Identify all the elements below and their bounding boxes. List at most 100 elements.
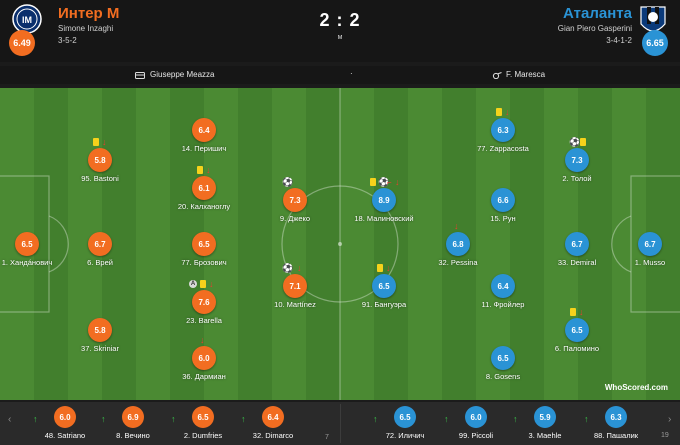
sub-off-arrow-icon: ↓ [395,177,400,187]
player-name: 9. Джеко [279,214,311,223]
player-home-bastoni[interactable]: ↓ 5.8 95. Bastoni [55,138,145,184]
player-name: 1. Хандáнович [1,258,53,267]
away-team-name[interactable]: Аталанта [563,5,632,22]
bench-player-away[interactable]: ↑ 6.0 99. Piccoli [436,406,516,440]
player-away-demiral[interactable]: 6.7 33. Demiral [532,232,622,267]
bench-more-away: 19 [661,432,669,439]
player-name: 15. Рун [490,214,516,223]
bench-scroll-left-icon[interactable]: ‹ [8,414,12,425]
yellow-card-icon [377,264,383,272]
player-name: 6. Врей [87,258,113,267]
player-rating: 7.3 [565,148,589,172]
yellow-card-icon [200,280,206,288]
player-home-perisic[interactable]: 6.4 14. Перишич [159,118,249,153]
player-away-de-roon[interactable]: 6.6 15. Рун [458,188,548,223]
player-rating: 5.9 [534,406,556,428]
player-name: 77. Zappacosta [477,144,529,153]
substitutes-bar: ‹ 7 ↑ 6.0 48. Satriano ↑ 6.9 8. Вечино ↑… [0,402,680,445]
bench-player-home[interactable]: ↑ 6.0 48. Satriano [25,406,105,440]
player-home-calhanoglu[interactable]: ↓ 6.1 20. Калханоглу [159,166,249,212]
player-name: 77. Брозович [181,258,227,267]
player-away-gk[interactable]: 6.7 1. Musso [605,232,680,267]
player-rating: 6.3 [491,118,515,142]
player-name: 32. Pessina [438,258,478,267]
sub-on-arrow-icon: ↑ [513,414,518,424]
player-home-darmian[interactable]: ↓ 6.0 36. Дармиан [159,336,249,382]
sub-off-arrow-icon: ↓ [386,263,391,273]
sub-off-arrow-icon: ↓ [579,307,584,317]
atalanta-crest-icon[interactable] [638,4,668,38]
bench-player-home[interactable]: ↑ 6.5 2. Dumfries [163,406,243,440]
player-rating: 6.8 [446,232,470,256]
player-home-barella[interactable]: A↓ 7.6 23. Barella [159,280,249,326]
player-away-palomino[interactable]: ↓ 6.5 6. Паломино [532,308,622,354]
bench-player-home[interactable]: ↑ 6.9 8. Вечино [93,406,173,440]
player-name: 1. Musso [634,258,666,267]
inter-crest-icon[interactable]: IM [12,4,42,38]
player-away-zappacosta[interactable]: ↓ 6.3 77. Zappacosta [458,108,548,154]
sub-on-arrow-icon: ↑ [241,414,246,424]
player-name: 91. Бангуэра [361,300,407,309]
sub-off-arrow-icon: ↓ [209,279,214,289]
player-away-toloi[interactable]: ⚽ 7.3 2. Толой [532,138,622,184]
sub-on-arrow-icon: ↑ [584,414,589,424]
match-header: IM 6.49 Интер М Simone Inzaghi 3-5-2 2 :… [0,0,680,62]
info-separator: · [350,69,353,78]
player-away-pessina[interactable]: ↓ 6.8 32. Pessina [413,222,503,268]
bench-player-away[interactable]: ↑ 6.5 72. Иличич [365,406,445,440]
bench-player-away[interactable]: ↑ 6.3 88. Пашалик [576,406,656,440]
pitch-markings [0,88,680,400]
player-name: 11. Фройлер [481,300,525,309]
player-away-gosens[interactable]: 6.5 8. Gosens [458,346,548,381]
player-name: 6. Паломино [554,344,600,353]
player-name: 8. Gosens [485,372,521,381]
sub-off-arrow-icon: ↓ [206,165,211,175]
bench-player-away[interactable]: ↑ 5.9 3. Maehle [505,406,585,440]
ball-icon: ⚽ [569,137,581,147]
player-name: 2. Dumfries [183,431,223,440]
bench-scroll-right-icon[interactable]: › [668,414,672,425]
player-rating: 6.5 [394,406,416,428]
player-name: 48. Satriano [44,431,86,440]
yellow-card-icon [580,138,586,146]
away-team-rating: 6.65 [642,30,668,56]
stadium-icon [135,71,145,79]
sub-off-arrow-icon: ↓ [200,335,205,345]
player-home-gk[interactable]: 6.5 1. Хандáнович [0,232,72,267]
away-manager: Gian Piero Gasperini [557,24,632,33]
player-rating: 7.1 [283,274,307,298]
player-rating: 6.5 [192,406,214,428]
player-rating: 6.0 [54,406,76,428]
player-rating: 6.0 [465,406,487,428]
player-rating: 6.3 [605,406,627,428]
player-name: 3. Maehle [528,431,562,440]
captain-icon: A [189,280,197,288]
player-home-skriniar[interactable]: 5.8 37. Skriniar [55,318,145,353]
player-name: 14. Перишич [181,144,227,153]
player-home-brozovic[interactable]: 6.5 77. Брозович [159,232,249,267]
player-home-vrij[interactable]: 6.7 6. Врей [55,232,145,267]
player-name: 37. Skriniar [81,344,119,353]
player-away-freuler[interactable]: 6.4 11. Фройлер [458,274,548,309]
player-away-malinovskyi[interactable]: ⚽⌐↓ 8.9 18. Малиновский [339,178,429,224]
player-name: 18. Малиновский [354,214,414,223]
player-home-martinez[interactable]: ⚽↓ 7.1 10. Martínez [250,264,340,310]
home-team-name[interactable]: Интер М [58,5,120,22]
player-name: 32. Dimarco [252,431,294,440]
player-name: 23. Barella [186,316,222,325]
player-name: 8. Вечино [116,431,150,440]
ball-icon: ⚽ [378,177,390,187]
player-home-dzeko[interactable]: ⚽ 7.3 9. Джеко [250,178,340,224]
bench-player-home[interactable]: ↑ 6.4 32. Dimarco [233,406,313,440]
player-rating: 6.4 [262,406,284,428]
sub-off-arrow-icon: ↓ [505,107,510,117]
player-rating: 6.5 [15,232,39,256]
player-name: 10. Martínez [274,300,316,309]
player-rating: 6.1 [192,176,216,200]
bench-more-home: 7 [325,434,329,441]
player-away-boga[interactable]: ↓ 6.5 91. Бангуэра [339,264,429,310]
match-status: м [337,34,343,41]
player-rating: 6.7 [88,232,112,256]
player-name: 99. Piccoli [458,431,494,440]
